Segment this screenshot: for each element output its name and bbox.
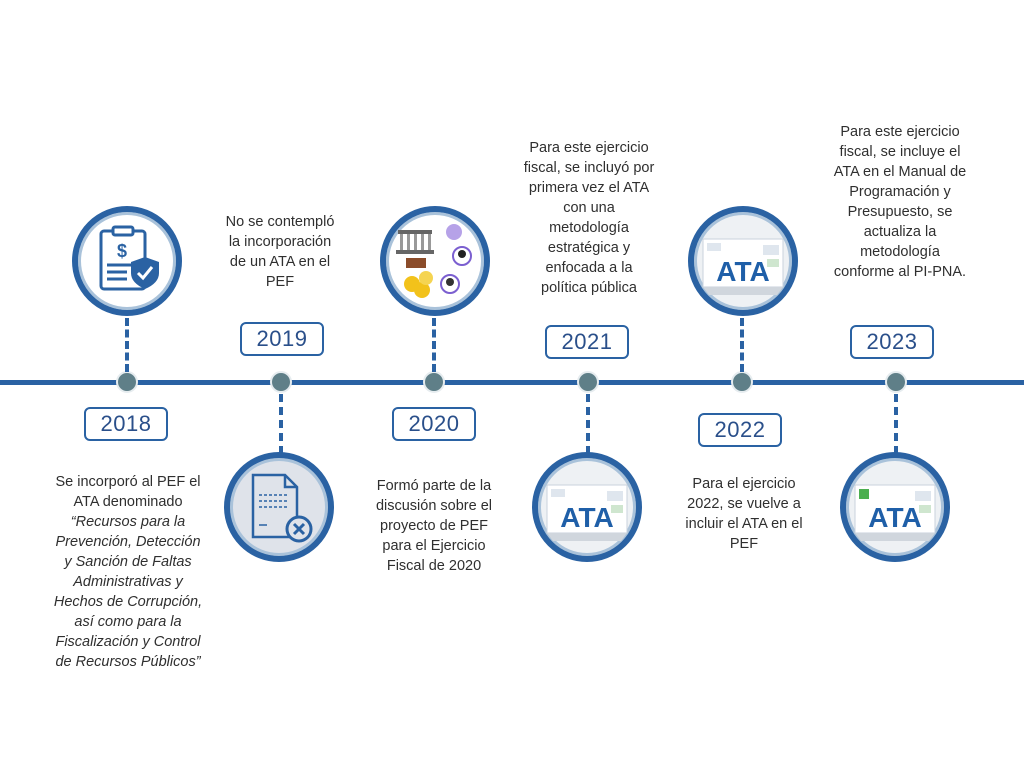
year-label-2018: 2018 (84, 407, 168, 441)
timeline-node-2022 (731, 371, 753, 393)
connector-2018 (125, 318, 129, 372)
svg-text:ATA: ATA (868, 502, 921, 533)
description-2018: Se incorporó al PEF el ATA denominado “R… (53, 474, 203, 670)
timeline-axis (0, 380, 1024, 385)
timeline-node-2023 (885, 371, 907, 393)
connector-2022 (740, 318, 744, 372)
connector-2023 (894, 394, 898, 454)
description-2019: No se contempló la incorporación de un A… (225, 214, 335, 290)
timeline-node-2019 (270, 371, 292, 393)
svg-text:ATA: ATA (560, 502, 613, 533)
year-label-2022: 2022 (698, 413, 782, 447)
description-2020: Formó parte de la discusión sobre el pro… (375, 478, 493, 574)
ata-3d-icon: ATA (532, 452, 642, 562)
year-label-2020: 2020 (392, 407, 476, 441)
connector-2020 (432, 318, 436, 372)
connector-2019 (279, 394, 283, 454)
timeline-node-2018 (116, 371, 138, 393)
ata-3d-icon: ATA (840, 452, 950, 562)
description-2022: Para el ejercicio 2022, se vuelve a incl… (685, 476, 803, 552)
year-label-2021: 2021 (545, 325, 629, 359)
timeline-node-2021 (577, 371, 599, 393)
year-label-2023: 2023 (850, 325, 934, 359)
description-2023: Para este ejercicio fiscal, se incluye e… (833, 124, 967, 280)
svg-text:ATA: ATA (716, 256, 769, 287)
year-label-2019: 2019 (240, 322, 324, 356)
ata-3d-icon: ATA (688, 206, 798, 316)
congress-discussion-icon (380, 206, 490, 316)
description-2021: Para este ejercicio fiscal, se incluyó p… (523, 140, 655, 296)
clipboard-dollar-shield-icon: $ (72, 206, 182, 316)
svg-text:$: $ (117, 241, 127, 261)
document-x-icon (224, 452, 334, 562)
connector-2021 (586, 394, 590, 454)
timeline-node-2020 (423, 371, 445, 393)
